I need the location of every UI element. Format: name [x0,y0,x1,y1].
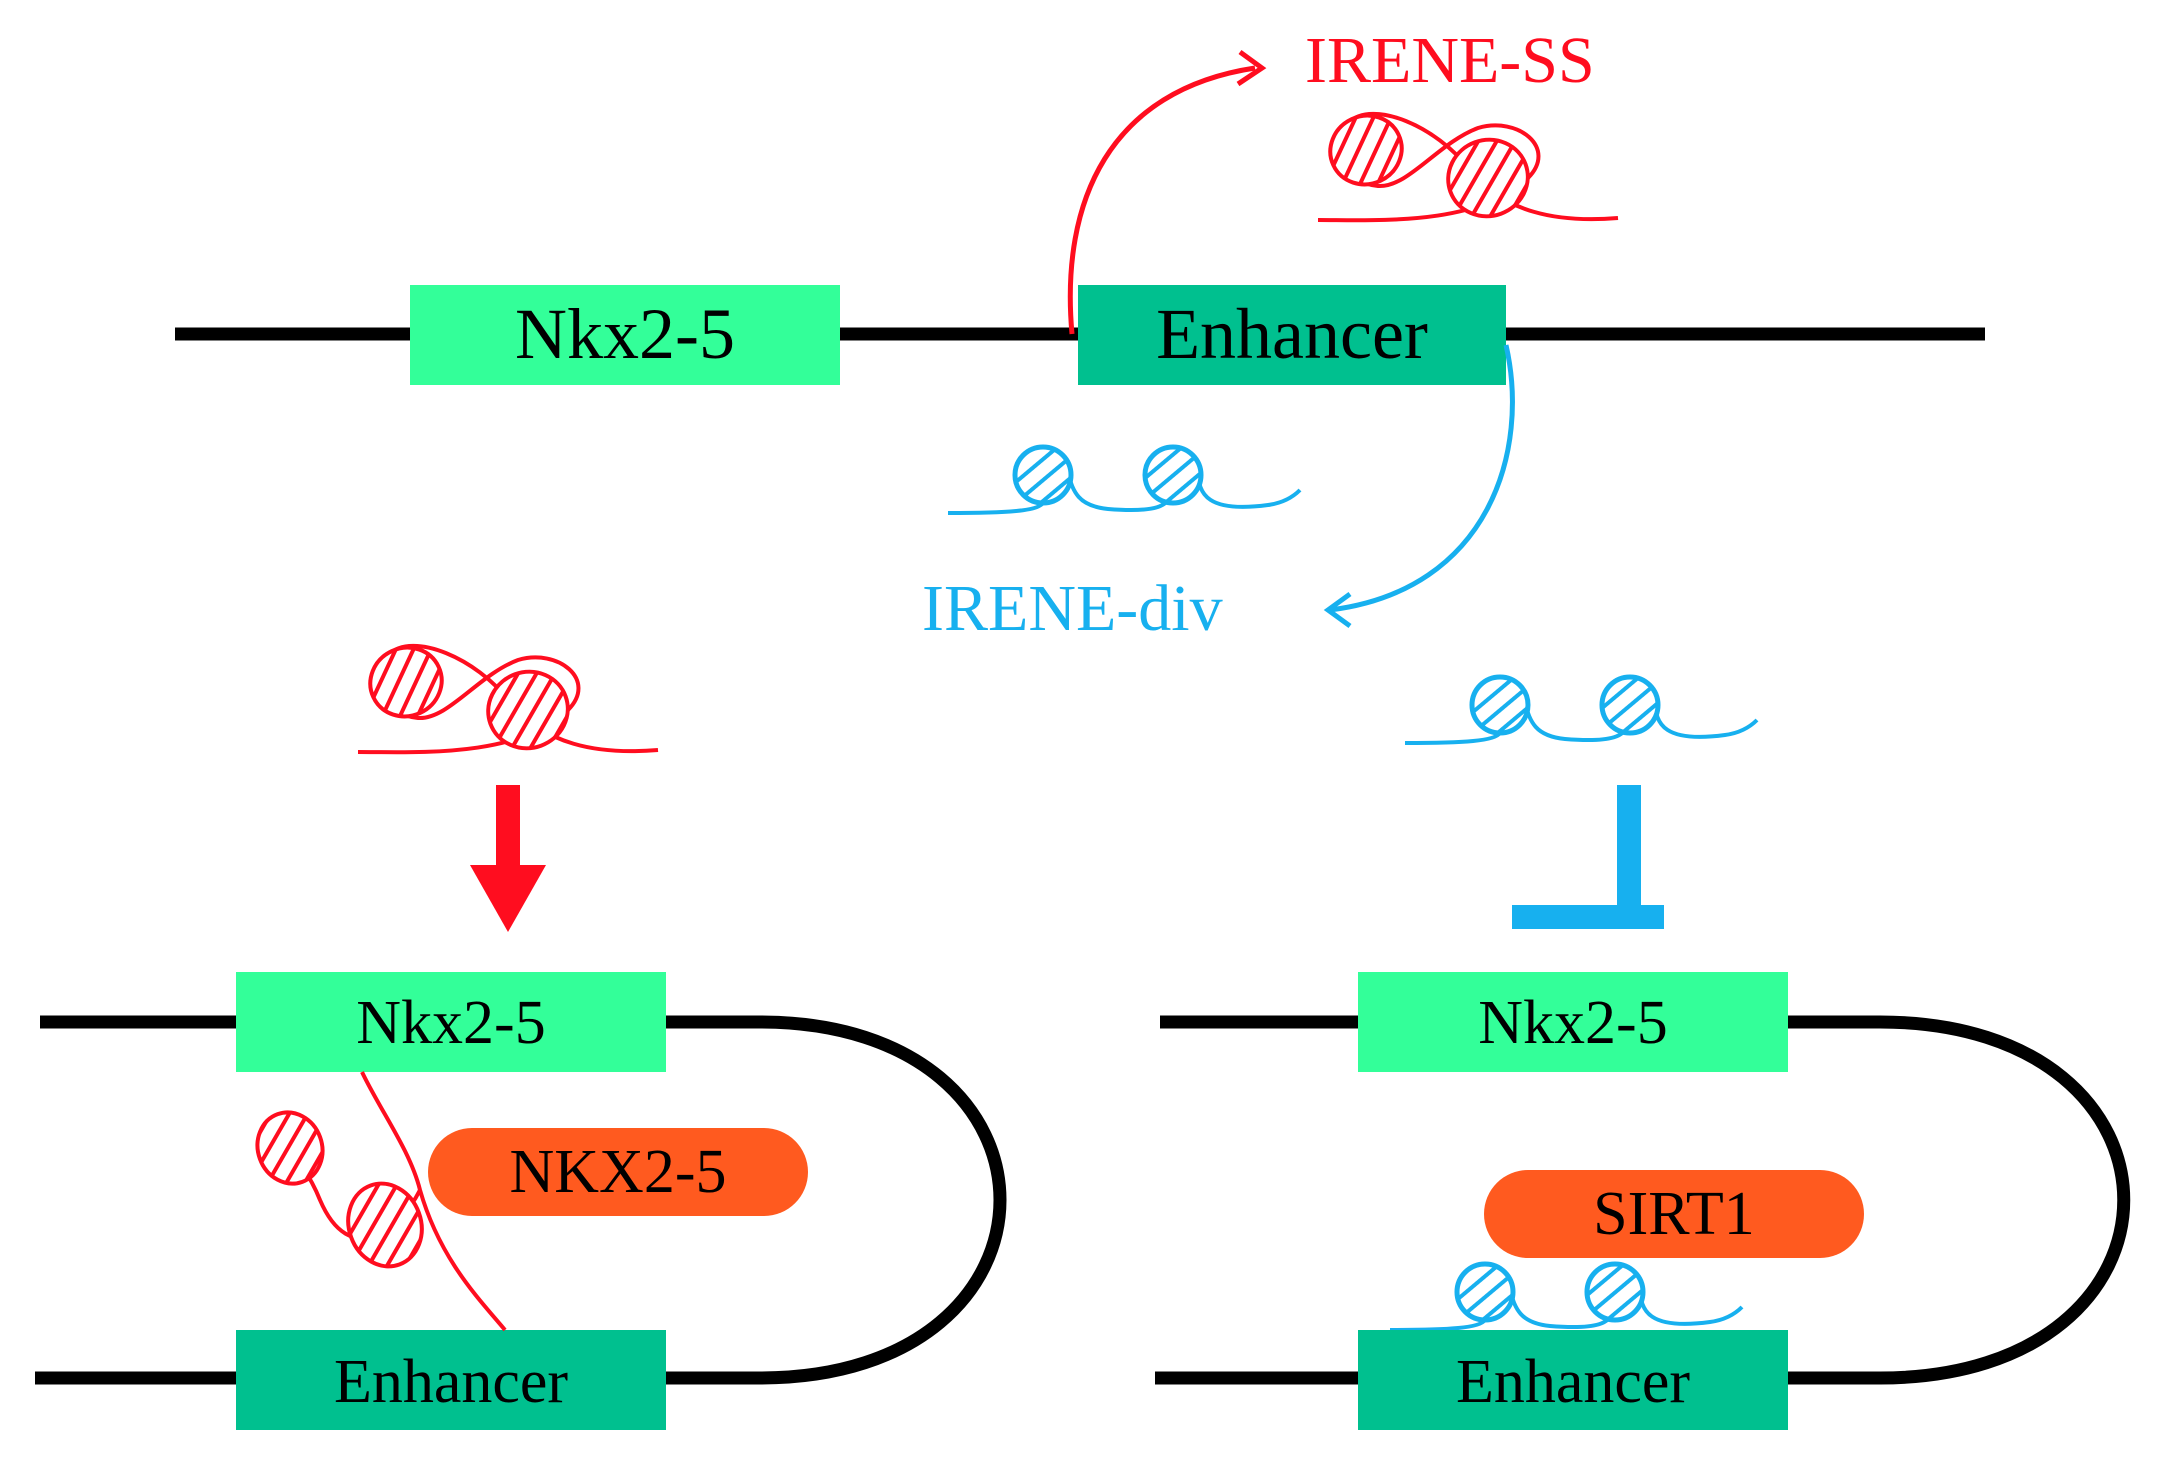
nkx2-5-protein: NKX2-5 [428,1128,808,1216]
right-gene-label: Nkx2-5 [1478,989,1667,1057]
left-gene-label: Nkx2-5 [356,989,545,1057]
irene-ss-rna-icon [1316,101,1620,230]
right-dna-loop [1155,1015,2131,1385]
irene-div-label: IRENE-div [922,572,1223,645]
left-irene-ss-rna-icon [356,633,660,762]
right-gene-box: Nkx2-5 [1358,972,1788,1072]
top-locus: Nkx2-5 Enhancer IRENE-SS IRENE-div [175,24,1985,645]
top-gene-box: Nkx2-5 [410,285,840,385]
irene-ss-label: IRENE-SS [1305,24,1595,97]
irene-ss-transcription-arrow [1067,49,1267,335]
activation-arrow-icon [470,785,546,932]
sirt1-protein-label: SIRT1 [1593,1180,1755,1248]
gene-box-shape [236,972,666,1072]
left-bridging-irene-ss-icon [255,1071,507,1332]
right-bound-irene-div-icon [1390,1264,1742,1330]
left-enhancer-label: Enhancer [334,1348,568,1416]
irene-div-rna-icon [948,447,1300,513]
left-dna-loop [35,1015,1007,1385]
enhancer-box-shape [236,1330,666,1430]
gene-box-shape [410,285,840,385]
left-gene-box: Nkx2-5 [236,972,666,1072]
inhibition-bar-icon [1512,785,1664,929]
right-enhancer-label: Enhancer [1456,1348,1690,1416]
right-irene-div-rna-icon [1405,677,1757,743]
arrowhead-icon [1236,49,1267,87]
right-enhancer-box: Enhancer [1358,1330,1788,1430]
top-enhancer-label: Enhancer [1156,294,1428,374]
gene-box-shape [1358,972,1788,1072]
top-gene-label: Nkx2-5 [515,294,735,374]
top-enhancer-box: Enhancer [1078,285,1506,385]
irene-div-transcription-arrow [1323,344,1515,629]
left-enhancer-box: Enhancer [236,1330,666,1430]
left-panel: Nkx2-5 Enhancer NKX2-5 [35,633,1007,1430]
enhancer-box-shape [1358,1330,1788,1430]
enhancer-box-shape [1078,285,1506,385]
arrowhead-icon [1323,591,1352,629]
right-panel: Nkx2-5 SIRT1 Enhancer [1155,677,2131,1430]
sirt1-protein: SIRT1 [1484,1170,1864,1258]
nkx2-5-protein-label: NKX2-5 [510,1138,727,1206]
